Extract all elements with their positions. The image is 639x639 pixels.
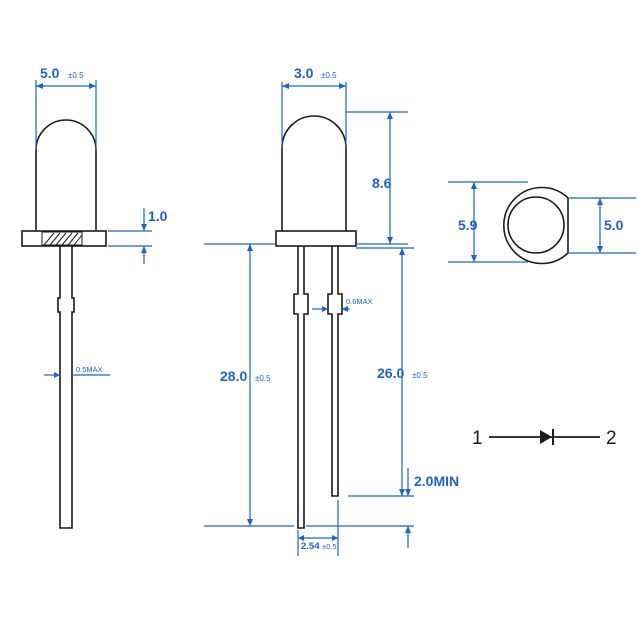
label-kink-width: 0.6MAX xyxy=(346,297,373,306)
side-view-lead xyxy=(57,246,75,529)
label-min-offset: 2.0MIN xyxy=(414,473,459,489)
label-long-lead-tol: ±0.5 xyxy=(255,374,271,383)
top-view: 5.9 5.0 xyxy=(448,181,636,265)
top-view-flange-outline xyxy=(503,186,569,265)
label-short-lead-tol: ±0.5 xyxy=(412,371,428,380)
arrow-head xyxy=(471,182,477,189)
label-pitch: 2.54 xyxy=(301,541,320,552)
label-short-lead: 26.0 xyxy=(377,365,404,381)
top-view-lens-outline xyxy=(507,196,565,254)
arrow-head xyxy=(141,224,147,231)
front-view-lens-outline xyxy=(281,115,347,231)
label-long-lead: 28.0 xyxy=(220,368,247,384)
label-flange-diameter: 5.9 xyxy=(458,217,478,233)
label-lens-diameter: 5.0 xyxy=(40,65,60,81)
arrow-head xyxy=(54,372,60,378)
arrow-head xyxy=(387,112,393,119)
arrow-head xyxy=(342,306,348,312)
arrow-head xyxy=(36,83,43,89)
label-flat-width: 5.0 xyxy=(604,217,624,233)
arrow-head xyxy=(399,248,405,255)
arrow-head xyxy=(141,246,147,253)
label-flange-height: 1.0 xyxy=(148,208,168,224)
pin-label-1: 1 xyxy=(472,428,483,449)
side-view-flange xyxy=(21,230,107,247)
arrow-head xyxy=(89,83,96,89)
arrow-head xyxy=(597,246,603,253)
arrow-head xyxy=(339,83,346,89)
pin-label-2: 2 xyxy=(606,428,617,449)
arrow-head xyxy=(247,519,253,526)
arrow-head xyxy=(405,526,411,533)
arrow-head xyxy=(399,489,405,496)
side-view-lens-outline xyxy=(35,119,97,230)
arrow-head xyxy=(471,255,477,262)
front-view-flange xyxy=(275,230,357,247)
label-body-diameter: 3.0 xyxy=(294,65,314,81)
side-view-hatch-lines xyxy=(43,232,83,246)
arrow-head xyxy=(405,489,411,496)
diode-symbol: 1 2 xyxy=(472,428,617,449)
front-view-anode-lead xyxy=(293,246,309,529)
arrow-head xyxy=(332,535,338,541)
arrow-head xyxy=(298,535,304,541)
arrow-head xyxy=(282,83,289,89)
side-view: 5.0 ±0.5 1.0 0.5MAX xyxy=(21,65,168,529)
arrow-head xyxy=(387,237,393,244)
label-lens-diameter-tol: ±0.5 xyxy=(68,71,84,80)
arrow-head xyxy=(597,198,603,205)
label-lens-height: 8.6 xyxy=(372,175,392,191)
arrow-head xyxy=(322,306,328,312)
label-body-diameter-tol: ±0.5 xyxy=(321,71,337,80)
front-view-cathode-lead xyxy=(327,246,343,497)
label-lead-diameter: 0.5MAX xyxy=(76,365,103,374)
arrow-head xyxy=(247,244,253,251)
label-pitch-tol: ±0.5 xyxy=(322,542,337,551)
front-view: 3.0 ±0.5 8.6 28.0 ±0.5 26.0 ±0.5 2.0MIN xyxy=(204,65,459,556)
diode-triangle-icon xyxy=(540,430,552,444)
